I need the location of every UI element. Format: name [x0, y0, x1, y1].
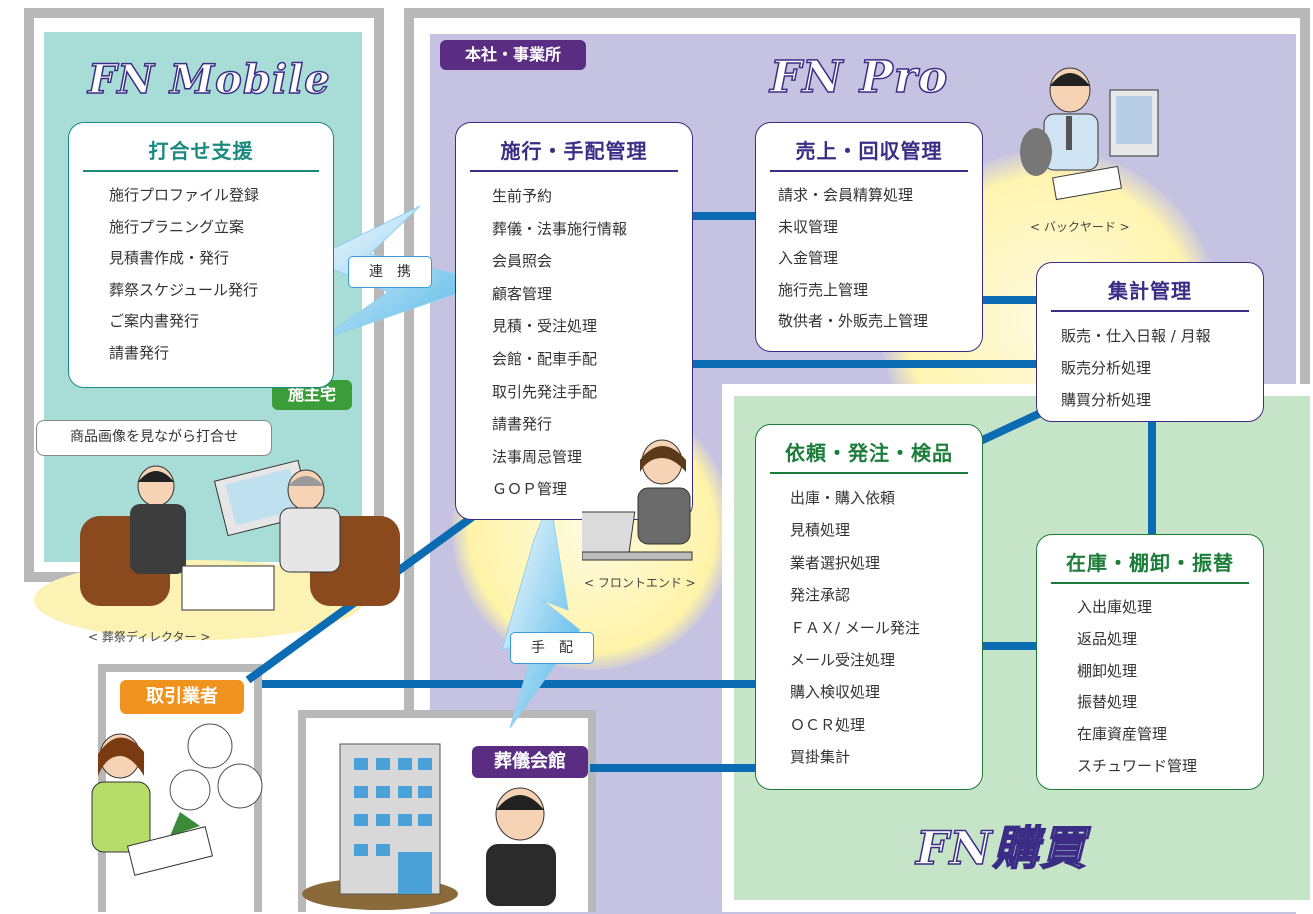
list-item: 見積処理	[790, 521, 851, 540]
fn-pro-title: FN Pro	[769, 51, 949, 104]
card-irai-title: 依頼・発注・検品	[770, 425, 968, 474]
list-item: 購買分析処理	[1061, 391, 1152, 409]
connector-seko-uriage	[690, 212, 760, 220]
card-shukei-title: 集計管理	[1051, 263, 1249, 312]
kaikan-tag: 葬儀会館	[472, 746, 588, 778]
list-item: 葬祭スケジュール発行	[109, 280, 258, 299]
front-worker-illustration	[582, 439, 693, 561]
connector-kaikan-irai	[590, 764, 758, 772]
list-item: 返品処理	[1077, 629, 1138, 648]
honsha-tag: 本社・事業所	[440, 40, 586, 70]
list-item: 業者選択処理	[790, 553, 881, 572]
list-item: 請求・会員精算処理	[778, 186, 914, 204]
list-item: ＦＡＸ/ メール発注	[790, 618, 920, 637]
list-item: 振替処理	[1077, 693, 1138, 712]
card-zaiko-list: 入出庫処理返品処理棚卸処理振替処理在庫資産管理スチュワード管理	[1037, 592, 1263, 783]
card-uriage: 売上・回収管理 請求・会員精算処理未収管理入金管理施行売上管理敬供者・外販売上管…	[755, 122, 983, 352]
list-item: 会員照会	[492, 252, 553, 271]
renkei-label: 連 携	[348, 256, 432, 288]
list-item: 施行プロファイル登録	[109, 186, 260, 204]
list-item: 法事周忌管理	[492, 447, 583, 466]
card-zaiko-title: 在庫・棚卸・振替	[1051, 535, 1249, 584]
list-item: 見積書作成・発行	[109, 249, 230, 267]
list-item: 請書発行	[109, 343, 170, 362]
list-item: ＯＣＲ処理	[790, 715, 866, 734]
list-item: スチュワード管理	[1077, 756, 1198, 775]
list-item: 取引先発注手配	[492, 382, 598, 401]
card-shukei-list: 販売・仕入日報 / 月報販売分析処理購買分析処理	[1037, 320, 1263, 416]
card-uriage-list: 請求・会員精算処理未収管理入金管理施行売上管理敬供者・外販売上管理	[756, 180, 982, 338]
list-item: 施行プラニング立案	[109, 217, 245, 236]
card-zaiko: 在庫・棚卸・振替 入出庫処理返品処理棚卸処理振替処理在庫資産管理スチュワード管理	[1036, 534, 1264, 790]
list-item: 見積・受注処理	[492, 317, 598, 336]
list-item: 棚卸処理	[1077, 661, 1138, 680]
list-item: 請書発行	[492, 415, 553, 434]
front-caption: < フロントエンド >	[584, 576, 696, 590]
tehai-bolt	[501, 500, 581, 729]
list-item: ＧＯＰ管理	[492, 480, 568, 499]
card-seko-list: 生前予約葬儀・法事施行情報会員照会顧客管理見積・受注処理会館・配車手配取引先発注…	[456, 180, 692, 506]
tehai-label: 手 配	[510, 632, 594, 664]
torihiki-illustration	[91, 723, 263, 876]
card-irai-list: 出庫・購入依頼見積処理業者選択処理発注承認 ＦＡＸ/ メール発注メール受注処理購入…	[756, 482, 982, 774]
card-uriage-title: 売上・回収管理	[770, 123, 968, 172]
list-item: 未収管理	[778, 217, 839, 236]
list-item: 顧客管理	[492, 284, 553, 303]
card-uchiawase-title: 打合せ支援	[83, 123, 319, 172]
connector-torihiki-irai	[262, 680, 758, 688]
list-item: 施行売上管理	[778, 280, 869, 299]
card-uchiawase: 打合せ支援 施行プロファイル登録施行プラニング立案見積書作成・発行葬祭スケジュー…	[68, 122, 334, 388]
fn-kobai-title: FN購買	[915, 820, 1087, 876]
list-item: 敬供者・外販売上管理	[778, 312, 929, 331]
fn-mobile-title: FN Mobile	[87, 55, 331, 104]
list-item: 入出庫処理	[1077, 598, 1153, 616]
list-item: 葬儀・法事施行情報	[492, 219, 628, 238]
list-item: 生前予約	[492, 187, 553, 205]
list-item: 販売分析処理	[1061, 359, 1152, 377]
director-meeting-illustration	[80, 459, 400, 611]
card-irai: 依頼・発注・検品 出庫・購入依頼見積処理業者選択処理発注承認 ＦＡＸ/ メール発注…	[755, 424, 983, 790]
card-shukei: 集計管理 販売・仕入日報 / 月報販売分析処理購買分析処理	[1036, 262, 1264, 422]
connector-uriage-shukei	[980, 296, 1042, 304]
list-item: 出庫・購入依頼	[790, 489, 896, 507]
list-item: 購入検収処理	[790, 683, 881, 702]
connector-seko-shukei	[690, 360, 1042, 368]
speech-bubble: 商品画像を見ながら打合せ	[36, 420, 272, 456]
connector-shukei-zaiko	[1148, 418, 1156, 538]
backyard-worker-illustration	[1020, 67, 1159, 201]
card-seko-title: 施行・手配管理	[470, 123, 678, 172]
backyard-caption: < バックヤード >	[1030, 220, 1130, 234]
list-item: 販売・仕入日報 / 月報	[1061, 327, 1211, 345]
connector-irai-zaiko	[982, 642, 1038, 650]
card-uchiawase-list: 施行プロファイル登録施行プラニング立案見積書作成・発行葬祭スケジュール発行ご案内…	[69, 180, 333, 369]
kaikan-illustration	[302, 743, 556, 910]
list-item: 発注承認	[790, 586, 851, 605]
list-item: 会館・配車手配	[492, 349, 598, 368]
list-item: 在庫資産管理	[1077, 725, 1168, 744]
director-caption: < 葬祭ディレクター >	[88, 630, 211, 644]
list-item: ご案内書発行	[109, 312, 200, 330]
list-item: 入金管理	[778, 249, 839, 268]
torihiki-tag: 取引業者	[120, 680, 244, 714]
list-item: 買掛集計	[790, 748, 851, 767]
list-item: メール受注処理	[790, 651, 896, 670]
